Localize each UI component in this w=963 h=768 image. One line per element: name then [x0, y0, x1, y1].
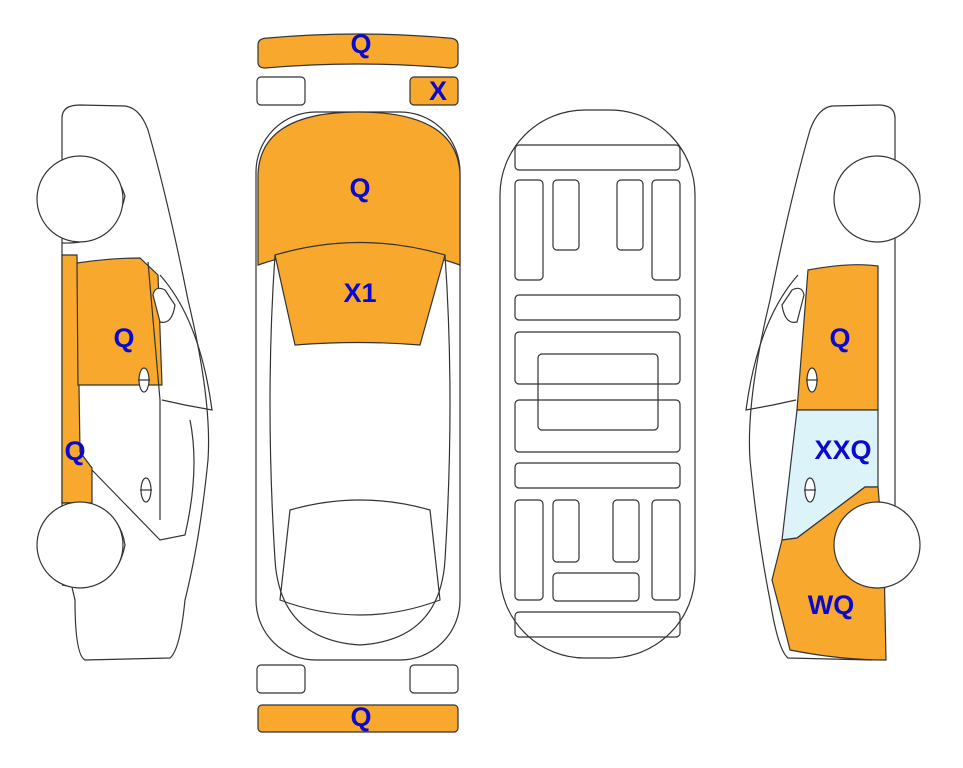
right-headlight-label: X [429, 76, 447, 106]
rear-bumper-label: Q [350, 702, 371, 732]
right-door-handle-icon [806, 367, 818, 393]
left-rear-wheel [36, 501, 124, 589]
left-taillight[interactable] [256, 664, 306, 694]
front-bumper-label: Q [350, 29, 371, 59]
right-window-line [745, 274, 799, 411]
right-rear-wheel [833, 501, 921, 589]
right-front-door-label: Q [829, 323, 850, 353]
left-door-line [147, 261, 161, 520]
left-front-wheel [36, 155, 124, 243]
right-headlight[interactable] [409, 76, 459, 106]
right-mirror [781, 287, 805, 323]
hood-label: Q [349, 173, 370, 203]
rear-window [279, 499, 441, 616]
left-side-view: Q Q [36, 104, 213, 661]
windshield-label: X1 [343, 278, 376, 308]
left-upper-door-label: Q [113, 323, 134, 353]
top-view: Q X Q X1 Q [255, 29, 461, 733]
right-door-handle-icon [804, 477, 816, 503]
left-upper-door-panel[interactable] [76, 257, 163, 386]
cabin-outline [269, 254, 451, 646]
left-lower-door [91, 419, 195, 541]
left-headlight[interactable] [256, 76, 306, 106]
front-bumper[interactable] [257, 33, 459, 69]
right-front-door-panel[interactable] [796, 264, 879, 411]
underbody-view [499, 109, 696, 659]
right-front-wheel [833, 155, 921, 243]
left-window-line [159, 274, 213, 411]
right-taillight[interactable] [409, 664, 459, 694]
left-door-handle-icon [138, 367, 150, 393]
left-door-handle-icon [140, 477, 152, 503]
right-side-view: Q XXQ WQ [745, 104, 921, 661]
left-mirror [152, 287, 176, 323]
rear-bumper[interactable] [257, 704, 459, 733]
right-rear-fender-label: WQ [808, 590, 855, 620]
right-rear-door-label: XXQ [814, 435, 871, 465]
left-sill-label: Q [64, 436, 85, 466]
